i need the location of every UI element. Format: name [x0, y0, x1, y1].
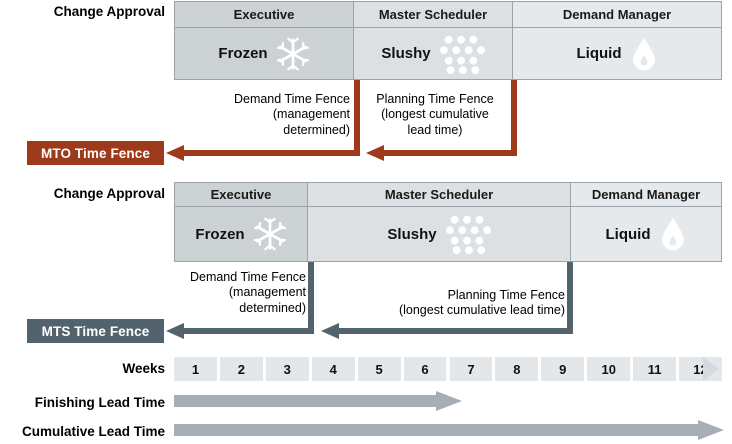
- snowflake-icon: [276, 37, 310, 71]
- mto-state-frozen-label: Frozen: [218, 45, 268, 62]
- mts-state-liquid: Liquid: [570, 206, 722, 262]
- mts-state-liquid-label: Liquid: [605, 225, 651, 243]
- mts-demand-time-fence-note: Demand Time Fence (management determined…: [189, 270, 306, 315]
- mto-state-slushy-label: Slushy: [381, 45, 431, 62]
- mto-state-liquid: Liquid: [512, 27, 722, 80]
- mts-header-executive: Executive: [174, 182, 308, 207]
- mto-state-slushy: Slushy: [353, 27, 513, 80]
- mts-header-master-scheduler: Master Scheduler: [307, 182, 571, 207]
- week-cell-1: 1: [174, 357, 217, 381]
- droplet-icon: [630, 37, 658, 71]
- mto-state-liquid-label: Liquid: [576, 45, 622, 62]
- mts-state-slushy: Slushy: [307, 206, 571, 262]
- mto-planning-time-fence-note: Planning Time Fence (longest cumulative …: [376, 92, 494, 137]
- snowflake-icon: [253, 217, 287, 251]
- weeks-label: Weeks: [122, 361, 165, 376]
- mts-change-approval-label: Change Approval: [53, 186, 165, 201]
- week-cell-4: 4: [311, 357, 355, 381]
- week-cell-3: 3: [265, 357, 309, 381]
- week-cell-5: 5: [357, 357, 401, 381]
- mto-change-approval-label: Change Approval: [53, 4, 165, 19]
- week-cell-8: 8: [495, 357, 539, 381]
- dots-icon: [439, 34, 485, 74]
- week-cell-6: 6: [403, 357, 447, 381]
- cumulative-lead-time-bar: [174, 420, 724, 440]
- cumulative-lead-time-label: Cumulative Lead Time: [21, 424, 165, 439]
- mto-demand-time-fence-note: Demand Time Fence (management determined…: [233, 92, 350, 137]
- mts-planning-time-fence-note: Planning Time Fence (longest cumulative …: [398, 288, 565, 318]
- week-cell-7: 7: [449, 357, 493, 381]
- mts-state-slushy-label: Slushy: [387, 225, 437, 243]
- week-cell-2: 2: [219, 357, 263, 381]
- mto-time-fence-badge: MTO Time Fence: [27, 141, 164, 165]
- mto-state-frozen: Frozen: [174, 27, 354, 80]
- dots-icon: [445, 214, 491, 255]
- week-cell-11: 11: [633, 357, 677, 381]
- mts-state-frozen-label: Frozen: [195, 225, 245, 243]
- finishing-lead-time-bar: [174, 391, 462, 411]
- finishing-lead-time-label: Finishing Lead Time: [34, 395, 165, 410]
- droplet-icon: [659, 217, 687, 251]
- mts-state-frozen: Frozen: [174, 206, 308, 262]
- week-cell-9: 9: [541, 357, 585, 381]
- week-cell-10: 10: [587, 357, 631, 381]
- mts-time-fence-badge: MTS Time Fence: [27, 319, 164, 343]
- weeks-continuation-chevron-icon: [703, 357, 719, 381]
